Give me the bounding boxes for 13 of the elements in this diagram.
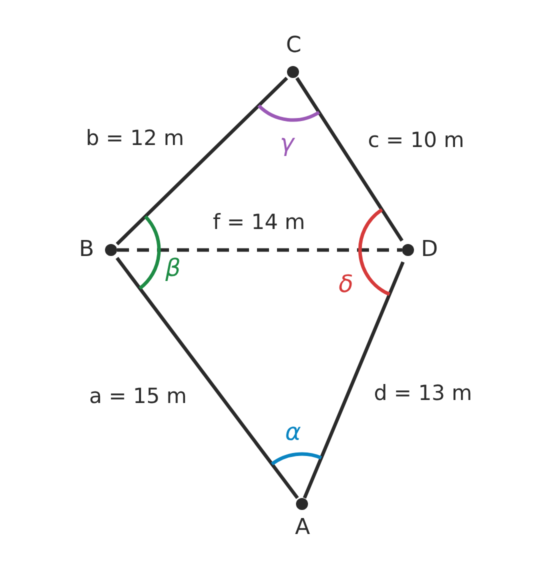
vertex-label: B <box>79 238 94 262</box>
vertex-label: D <box>421 238 438 262</box>
angle-label: α <box>285 418 301 446</box>
angle-label: δ <box>338 270 354 298</box>
vertex-label: C <box>286 34 302 58</box>
angle-label: γ <box>280 129 294 157</box>
dashed-line <box>117 248 402 252</box>
vertex-label: A <box>295 516 310 540</box>
side-line <box>116 256 299 500</box>
side-line <box>295 77 404 242</box>
angle-label: β <box>165 254 181 282</box>
side-line <box>302 261 405 499</box>
side-line <box>116 76 288 246</box>
